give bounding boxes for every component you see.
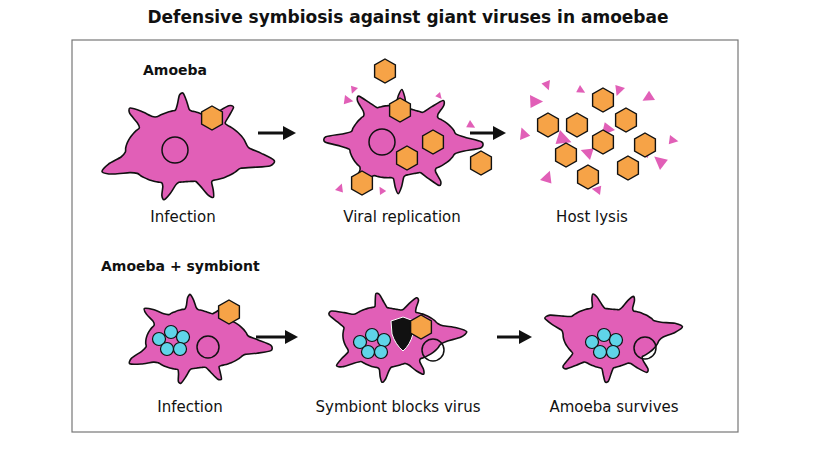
amoeba-cell bbox=[329, 293, 467, 382]
step-caption: Host lysis bbox=[556, 208, 628, 226]
symbiont bbox=[165, 326, 178, 339]
giant-virus bbox=[618, 156, 639, 180]
giant-virus bbox=[616, 108, 637, 132]
cell-fragment bbox=[435, 92, 444, 101]
giant-virus bbox=[202, 106, 223, 130]
cell-fragment bbox=[667, 135, 679, 147]
step-caption: Infection bbox=[150, 208, 215, 226]
step-arrow bbox=[258, 132, 286, 135]
giant-virus bbox=[352, 171, 373, 195]
amoeba-cell bbox=[545, 294, 683, 382]
symbiont bbox=[366, 329, 379, 342]
giant-virus bbox=[471, 151, 492, 175]
arrow-head bbox=[519, 330, 532, 344]
symbiont bbox=[362, 346, 375, 359]
cell-fragment bbox=[651, 151, 670, 170]
symbiont bbox=[598, 329, 611, 342]
cell-fragment bbox=[640, 90, 655, 104]
giant-virus bbox=[635, 133, 656, 157]
frame bbox=[72, 40, 738, 432]
giant-virus bbox=[593, 88, 614, 112]
cell-fragment bbox=[575, 85, 587, 97]
symbiont bbox=[607, 346, 620, 359]
step-caption: Amoeba survives bbox=[549, 398, 678, 416]
symbiont bbox=[610, 334, 623, 347]
giant-virus bbox=[567, 113, 588, 137]
cell-fragment bbox=[541, 80, 552, 91]
amoeba-cell bbox=[129, 294, 272, 383]
giant-virus bbox=[578, 165, 599, 189]
cell-fragment bbox=[540, 169, 557, 186]
giant-virus bbox=[390, 98, 411, 122]
step-arrow bbox=[256, 336, 288, 339]
arrow-head bbox=[285, 330, 298, 344]
giant-virus bbox=[593, 130, 614, 154]
step-caption: Infection bbox=[157, 398, 222, 416]
amoeba-cell bbox=[324, 89, 483, 193]
nucleus bbox=[634, 337, 656, 359]
step-arrow bbox=[497, 336, 522, 339]
symbiont bbox=[375, 346, 388, 359]
arrow-head bbox=[493, 126, 506, 140]
giant-virus bbox=[219, 300, 240, 324]
giant-virus bbox=[397, 146, 418, 170]
symbiont bbox=[378, 334, 391, 347]
row-heading: Amoeba bbox=[143, 62, 207, 79]
symbiont bbox=[177, 331, 190, 344]
step-caption: Symbiont blocks virus bbox=[316, 398, 481, 416]
step-caption: Viral replication bbox=[343, 208, 461, 226]
diagram-title: Defensive symbiosis against giant viruse… bbox=[147, 7, 668, 27]
giant-virus bbox=[538, 113, 559, 137]
cell-fragment bbox=[465, 120, 477, 132]
row-heading: Amoeba + symbiont bbox=[101, 258, 260, 275]
nucleus bbox=[422, 339, 444, 361]
nucleus bbox=[162, 137, 188, 163]
giant-virus bbox=[411, 315, 432, 339]
symbiont bbox=[594, 346, 607, 359]
cell-fragment bbox=[342, 95, 354, 107]
cell-fragment bbox=[528, 95, 544, 110]
arrow-head bbox=[283, 126, 296, 140]
step-arrow bbox=[470, 132, 496, 135]
giant-virus bbox=[423, 130, 444, 154]
nucleus bbox=[197, 336, 219, 358]
cell-fragment bbox=[377, 185, 387, 195]
symbiont bbox=[174, 343, 187, 356]
giant-virus bbox=[556, 143, 577, 167]
cell-fragment bbox=[348, 84, 358, 95]
giant-virus bbox=[375, 59, 396, 83]
cell-fragment bbox=[518, 126, 531, 140]
nucleus bbox=[369, 129, 395, 155]
symbiont bbox=[161, 343, 174, 356]
cell-fragment bbox=[335, 182, 347, 194]
amoeba-cell bbox=[102, 93, 274, 200]
